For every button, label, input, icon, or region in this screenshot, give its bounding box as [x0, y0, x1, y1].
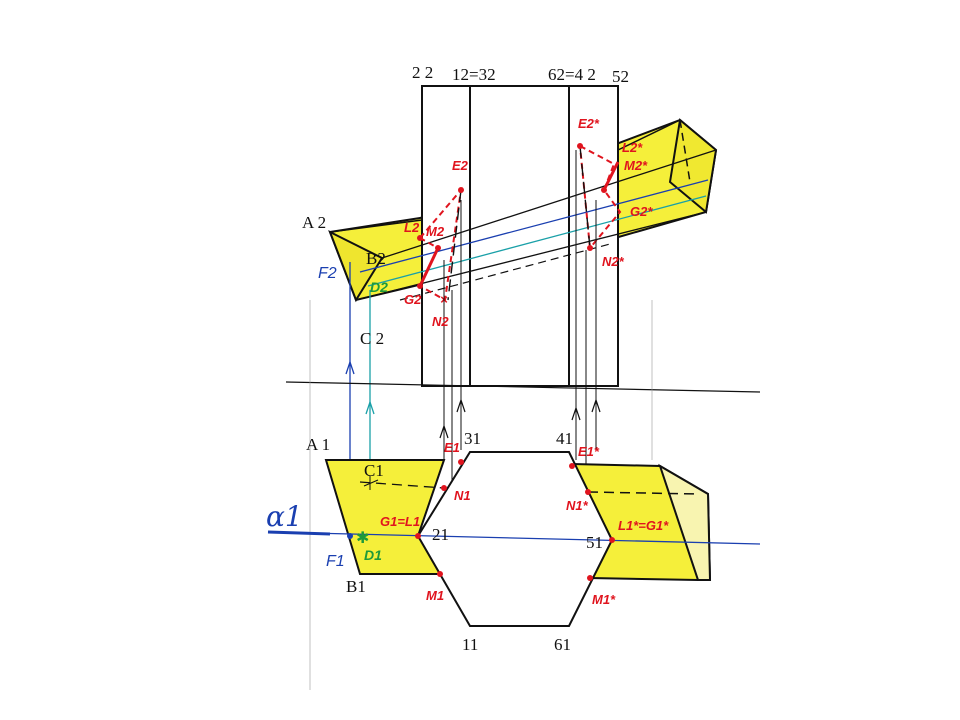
arrow-up-3	[571, 406, 581, 421]
arrow-up-4	[591, 398, 601, 413]
edge-A2-right	[617, 119, 681, 151]
label-C1: C1	[364, 461, 384, 480]
label-62-42: 62=4 2	[548, 65, 596, 84]
label-61: 61	[554, 635, 571, 654]
label-L2s: L2*	[622, 140, 643, 155]
arrow-up-1	[439, 424, 449, 439]
c1-mark	[363, 476, 379, 490]
label-E2s: E2*	[578, 116, 600, 131]
blue-line-f2	[359, 179, 709, 273]
label-31: 31	[464, 429, 481, 448]
label-M1s: M1*	[592, 592, 616, 607]
alpha-thick	[267, 530, 331, 536]
red-solid-left	[418, 247, 440, 287]
label-G1L1: G1=L1	[380, 514, 420, 529]
arrow-up-2	[456, 398, 466, 413]
red-hidden-left	[447, 189, 462, 301]
label-N2s: N2*	[602, 254, 625, 269]
label-41: 41	[556, 429, 573, 448]
label-52: 52	[612, 67, 629, 86]
edge-B2	[381, 149, 717, 259]
label-21: 21	[432, 525, 449, 544]
point-F1	[347, 533, 353, 539]
point-M1	[437, 571, 443, 577]
point-E1	[458, 459, 464, 465]
label-N2: N2	[432, 314, 449, 329]
label-12-32: 12=32	[452, 65, 496, 84]
label-B2: B2	[366, 249, 386, 268]
point-E1s	[569, 463, 575, 469]
label-G2s: G2*	[630, 204, 653, 219]
label-alpha1: α1	[266, 500, 303, 533]
point-E2s	[577, 143, 583, 149]
blue-arrow	[345, 359, 355, 375]
label-C2: C 2	[360, 329, 384, 348]
edge-C2	[355, 211, 707, 301]
label-51: 51	[586, 533, 603, 552]
point-G2	[417, 283, 423, 289]
label-F2: F2	[318, 265, 337, 282]
point-N2s	[587, 245, 593, 251]
label-G2: G2	[404, 292, 422, 307]
label-E1: E1	[444, 440, 460, 455]
prism-front-hidden-edge	[679, 119, 691, 183]
label-M2s: M2*	[624, 158, 648, 173]
edge-A2	[329, 219, 423, 233]
label-2-2: 2 2	[412, 63, 433, 82]
red-section-left	[418, 186, 463, 302]
label-A1: A 1	[306, 435, 330, 454]
label-E1s: E1*	[578, 444, 600, 459]
label-11: 11	[462, 635, 478, 654]
label-N1s: N1*	[566, 498, 589, 513]
point-M1s	[587, 575, 593, 581]
prism-top-right-hidden	[587, 491, 699, 495]
label-L1sG1s: L1*=G1*	[618, 518, 669, 533]
hidden-edge-front	[399, 243, 611, 301]
label-A2: A 2	[302, 213, 326, 232]
point-E2	[458, 187, 464, 193]
red-solid-right	[602, 161, 620, 191]
point-M2	[435, 245, 441, 251]
axis-x12	[285, 381, 761, 393]
label-M2: M2	[426, 224, 445, 239]
point-N1	[441, 485, 447, 491]
red-section-right	[579, 145, 622, 251]
point-G2s	[601, 187, 607, 193]
point-L1s	[609, 537, 615, 543]
label-F1: F1	[326, 553, 345, 570]
point-D1-mark: ✱	[356, 530, 369, 547]
point-L2	[417, 235, 423, 241]
label-M1: M1	[426, 588, 444, 603]
label-D1: D1	[364, 547, 382, 563]
label-E2: E2	[452, 158, 469, 173]
label-B1: B1	[346, 577, 366, 596]
label-N1: N1	[454, 488, 471, 503]
label-D2: D2	[370, 279, 388, 295]
label-L2: L2	[404, 220, 420, 235]
point-N1s	[585, 489, 591, 495]
hidden-left-top	[359, 481, 445, 489]
cyan-line-d2	[367, 195, 707, 287]
point-G1	[415, 533, 421, 539]
cyan-arrow	[365, 399, 375, 415]
